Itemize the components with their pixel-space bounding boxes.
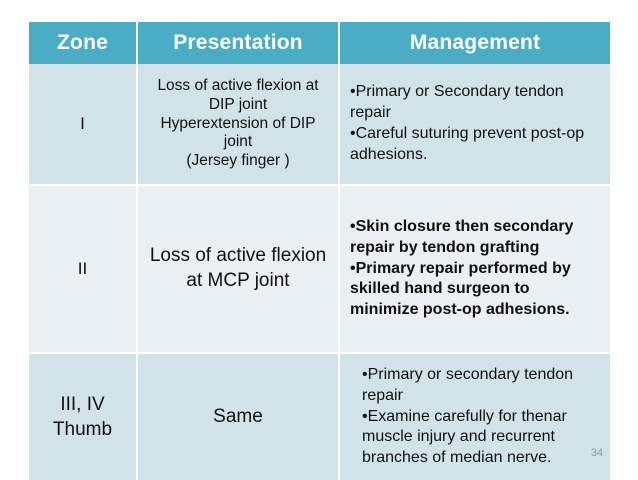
table-header: Zone Presentation Management xyxy=(29,22,610,64)
cell-presentation: Loss of active flexion at DIP joint Hype… xyxy=(138,64,340,186)
cell-zone: III, IV Thumb xyxy=(29,354,138,480)
cell-zone: II xyxy=(29,186,138,354)
cell-management: •Primary or secondary tendon repair •Exa… xyxy=(340,354,610,480)
cell-management: •Skin closure then secondary repair by t… xyxy=(340,186,610,354)
table-row: I Loss of active flexion at DIP joint Hy… xyxy=(29,64,610,186)
zone-management-table: Zone Presentation Management I Loss of a… xyxy=(29,22,610,480)
column-header-zone: Zone xyxy=(29,22,138,64)
column-header-presentation: Presentation xyxy=(138,22,340,64)
table-row: III, IV Thumb Same •Primary or secondary… xyxy=(29,354,610,480)
cell-zone: I xyxy=(29,64,138,186)
cell-presentation: Loss of active flexion at MCP joint xyxy=(138,186,340,354)
table-body: I Loss of active flexion at DIP joint Hy… xyxy=(29,64,610,480)
table-row: II Loss of active flexion at MCP joint •… xyxy=(29,186,610,354)
page-number: 34 xyxy=(590,447,604,459)
table-header-row: Zone Presentation Management xyxy=(29,22,610,64)
cell-presentation: Same xyxy=(138,354,340,480)
column-header-management: Management xyxy=(340,22,610,64)
cell-management: •Primary or Secondary tendon repair •Car… xyxy=(340,64,610,186)
